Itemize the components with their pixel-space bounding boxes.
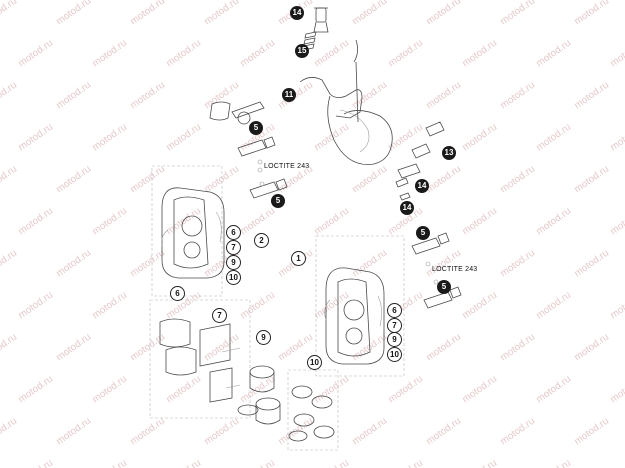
master-cylinder bbox=[299, 39, 393, 165]
callout-9: 9 bbox=[387, 332, 402, 347]
caliper-right bbox=[315, 235, 405, 377]
caliper-left bbox=[151, 165, 225, 297]
callout-5: 5 bbox=[271, 194, 285, 208]
bleed-assembly-right bbox=[395, 121, 445, 201]
callout-10: 10 bbox=[307, 355, 322, 370]
callout-6: 6 bbox=[170, 286, 185, 301]
callout-6: 6 bbox=[387, 303, 402, 318]
pistons-left bbox=[237, 365, 281, 425]
callout-10: 10 bbox=[387, 347, 402, 362]
callout-2: 2 bbox=[254, 233, 269, 248]
callout-6: 6 bbox=[226, 225, 241, 240]
callout-14: 14 bbox=[290, 6, 304, 20]
callout-13: 13 bbox=[442, 146, 456, 160]
callout-9: 9 bbox=[256, 330, 271, 345]
loctite-note-lower: LOCTITE 243 bbox=[432, 266, 478, 273]
callout-10: 10 bbox=[226, 270, 241, 285]
callout-7: 7 bbox=[387, 318, 402, 333]
screw-right-upper bbox=[411, 232, 450, 267]
screw-left-upper bbox=[237, 136, 276, 173]
callout-1: 1 bbox=[291, 251, 306, 266]
pads-left-lower bbox=[149, 299, 251, 419]
callout-5: 5 bbox=[249, 121, 263, 135]
callout-7: 7 bbox=[212, 308, 227, 323]
callout-7: 7 bbox=[226, 240, 241, 255]
callout-11: 11 bbox=[282, 88, 296, 102]
callout-5: 5 bbox=[416, 226, 430, 240]
brake-pads-upper bbox=[209, 101, 265, 125]
loctite-note-upper: LOCTITE 243 bbox=[264, 163, 310, 170]
callout-15: 15 bbox=[295, 44, 309, 58]
seals-center bbox=[287, 369, 339, 451]
screw-left-lower bbox=[249, 178, 288, 199]
banjo-bolt-top bbox=[313, 7, 329, 33]
callout-9: 9 bbox=[226, 255, 241, 270]
callout-5: 5 bbox=[437, 280, 451, 294]
callout-14: 14 bbox=[415, 179, 429, 193]
callout-14: 14 bbox=[400, 201, 414, 215]
